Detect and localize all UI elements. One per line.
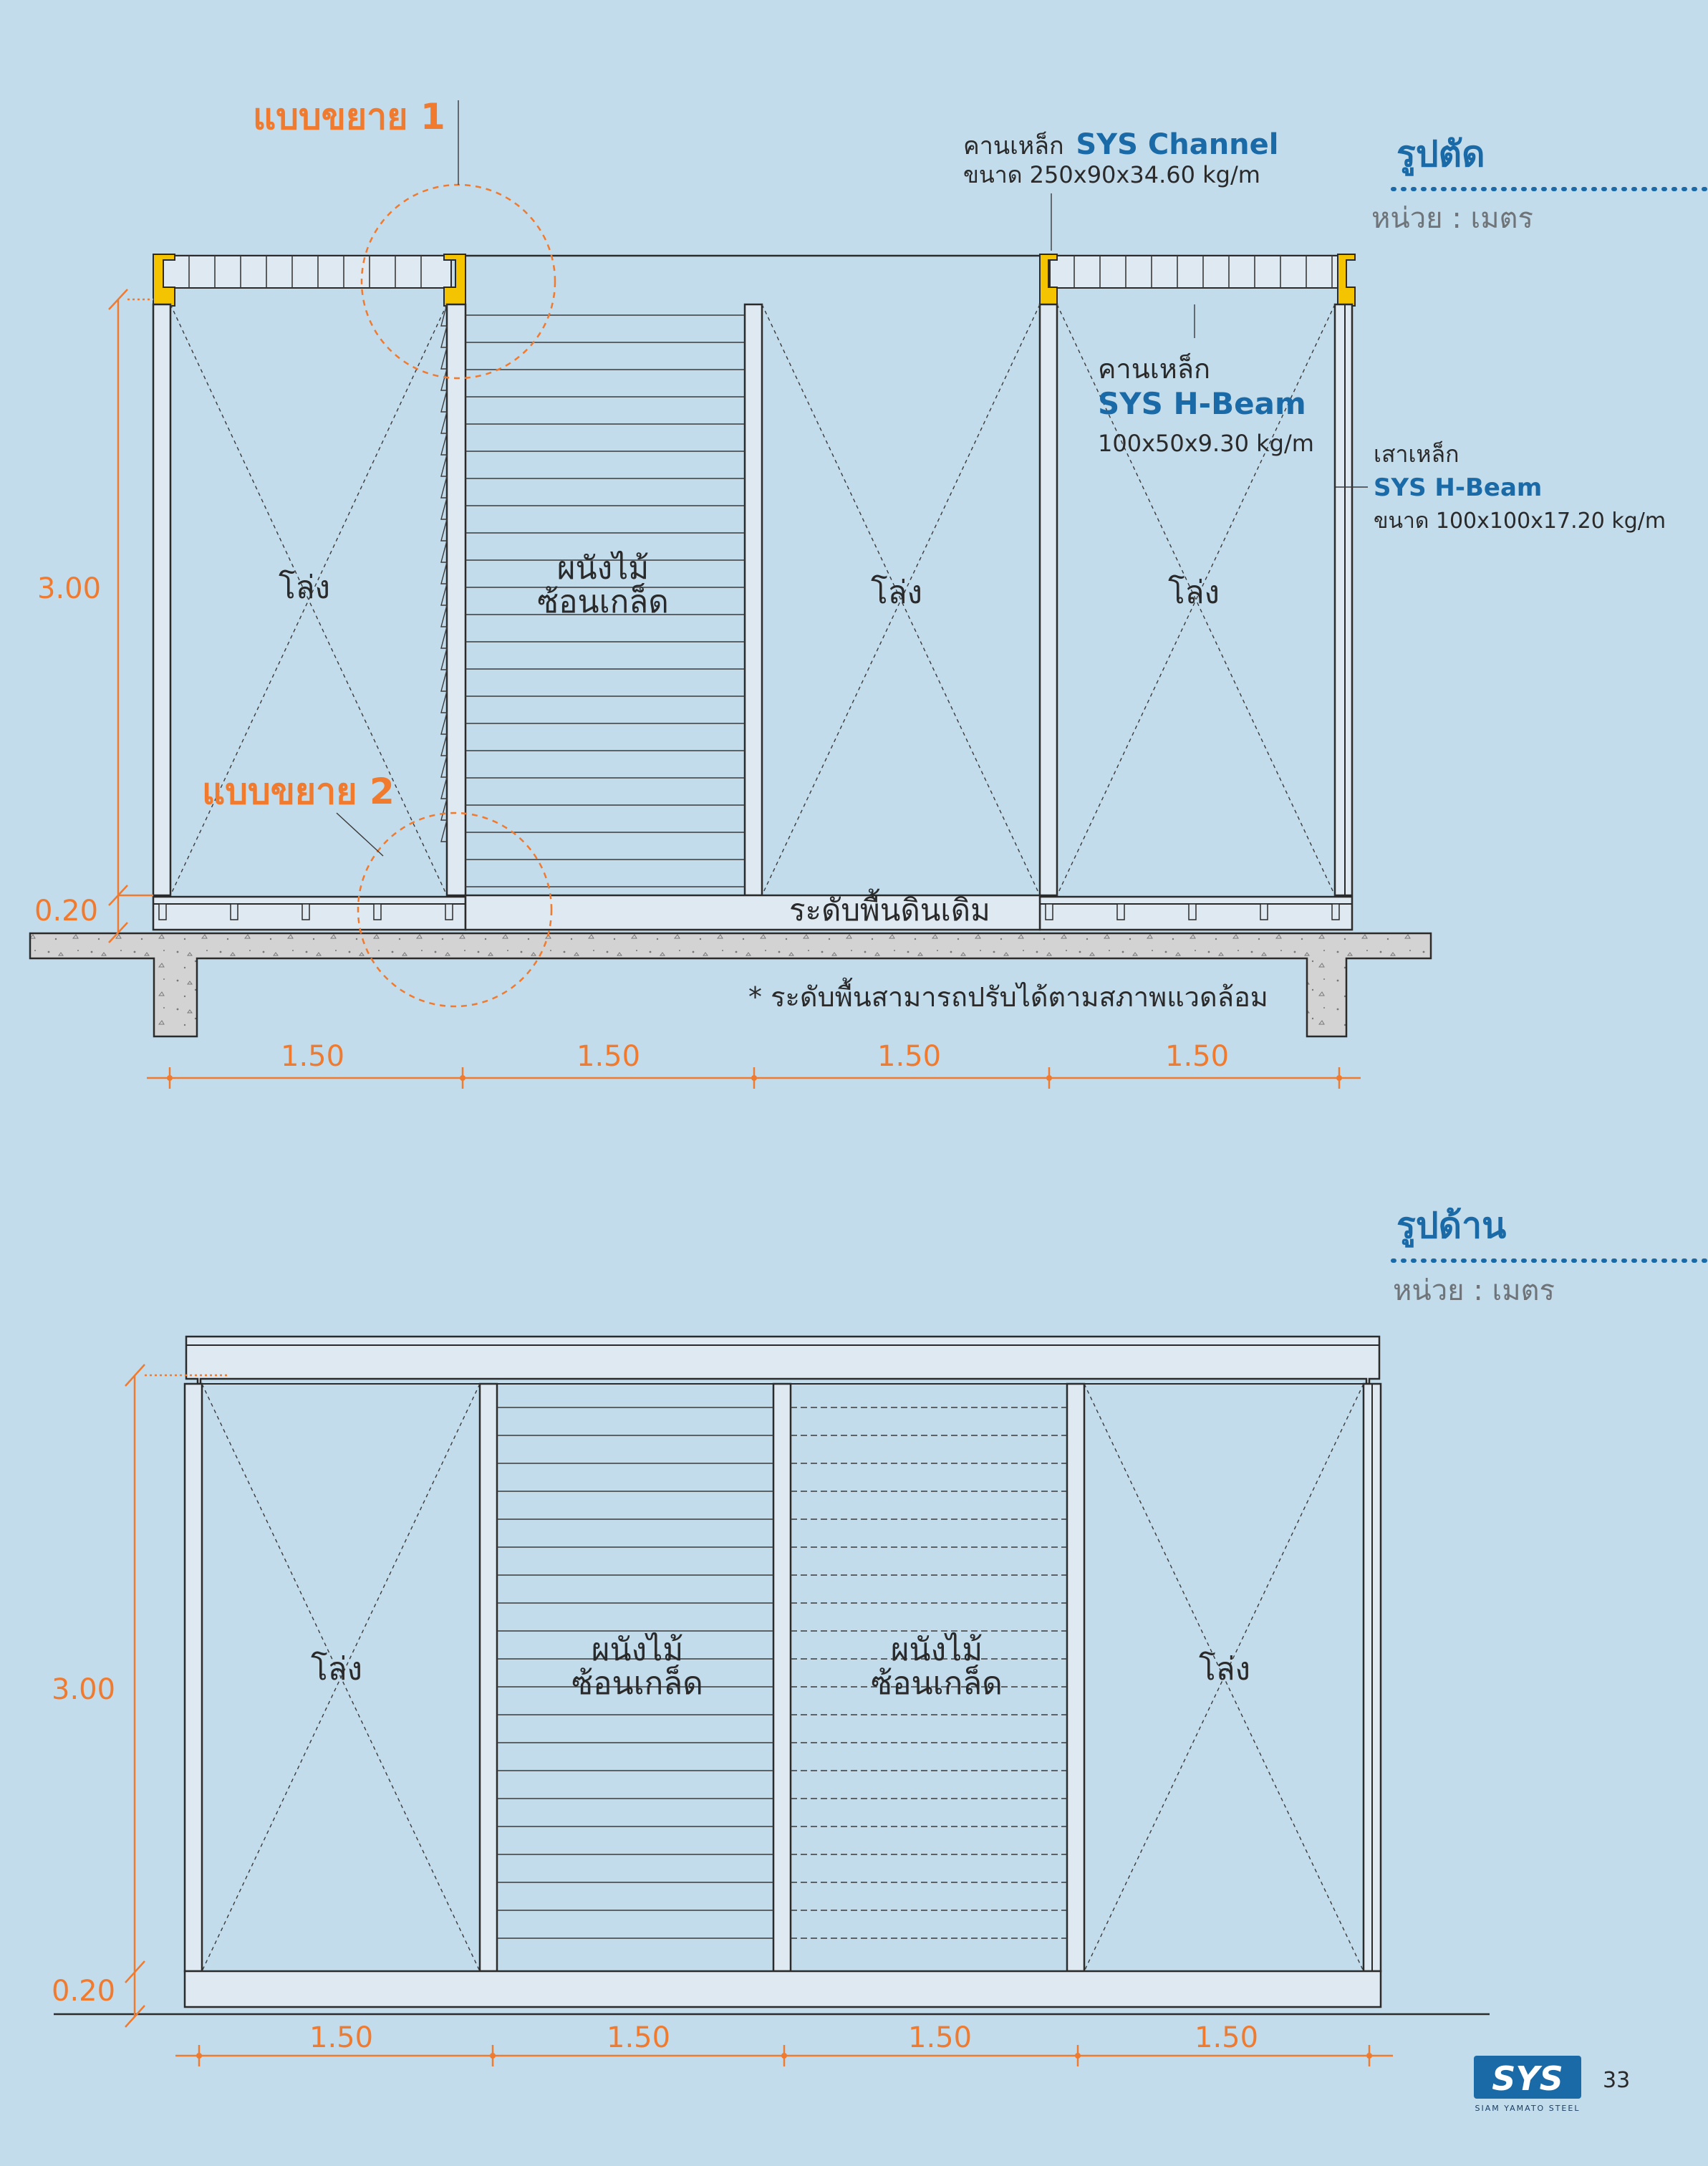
elevation-width-dims: 1.50 1.50 1.50 1.50 bbox=[175, 2021, 1393, 2066]
section-unit: หน่วย : เมตร bbox=[1371, 202, 1533, 235]
column-size: ขนาด 100x100x17.20 kg/m bbox=[1374, 509, 1666, 534]
section-width-4: 1.50 bbox=[1165, 1040, 1229, 1073]
elevation-width-2: 1.50 bbox=[607, 2021, 670, 2054]
section-height-base: 0.20 bbox=[34, 895, 98, 928]
sys-logo: SYS SIAM YAMATO STEEL bbox=[1474, 2056, 1581, 2113]
channel-annotation: คานเหล็ก SYS Channel bbox=[963, 128, 1278, 161]
hbeam-size: 100x50x9.30 kg/m bbox=[1098, 430, 1314, 457]
elevation-unit: หน่วย : เมตร bbox=[1393, 1274, 1555, 1307]
elevation-column-1 bbox=[183, 1382, 203, 1973]
sys-company: SIAM YAMATO STEEL bbox=[1475, 2104, 1581, 2113]
elevation-title: รูปด้าน bbox=[1396, 1205, 1506, 1248]
section-height-dims: 3.00 0.20 bbox=[34, 289, 153, 943]
section-panel-2-line2: ซ้อนเกล็ด bbox=[537, 583, 669, 620]
elevation-view: รูปด้าน หน่วย : เมตร bbox=[52, 1205, 1708, 2066]
column-2 bbox=[445, 303, 467, 897]
elevation-panel-1: โล่ง bbox=[311, 1651, 362, 1688]
elevation-width-1: 1.50 bbox=[309, 2021, 373, 2054]
roof-joists-right bbox=[1049, 255, 1347, 289]
section-title: รูปตัด bbox=[1396, 133, 1485, 176]
section-panel-1: โล่ง bbox=[279, 569, 330, 606]
elevation-height-dims: 3.00 0.20 bbox=[52, 1364, 228, 2028]
ground-slab bbox=[29, 932, 1432, 1038]
louvre-edge bbox=[440, 304, 448, 842]
page-number: 33 bbox=[1603, 2068, 1630, 2093]
detail-2-label: แบบขยาย 2 bbox=[202, 771, 395, 812]
floor-mid bbox=[464, 894, 1041, 931]
elevation-panel-2-line1: ผนังไม้ bbox=[592, 1632, 683, 1668]
wood-slats-elevation-solid bbox=[497, 1407, 773, 1939]
wood-slats-elevation-hidden bbox=[791, 1407, 1067, 1939]
hbeam-label: คานเหล็ก bbox=[1098, 352, 1210, 385]
elevation-roof bbox=[185, 1335, 1381, 1385]
column-1 bbox=[152, 303, 172, 897]
channel-beam-4 bbox=[1337, 254, 1356, 307]
footer: SYS SIAM YAMATO STEEL 33 bbox=[1474, 2056, 1630, 2113]
elevation-height-base: 0.20 bbox=[52, 1975, 115, 2008]
section-view: รูปตัด หน่วย : เมตร bbox=[29, 96, 1708, 1089]
elevation-width-3: 1.50 bbox=[908, 2021, 972, 2054]
roof-joists-left bbox=[161, 255, 452, 289]
column-4 bbox=[1038, 303, 1058, 897]
detail-1-label: แบบขยาย 1 bbox=[253, 96, 445, 138]
elevation-column-2 bbox=[478, 1382, 498, 1973]
column-5 bbox=[1333, 303, 1354, 897]
channel-size: ขนาด 250x90x34.60 kg/m bbox=[963, 161, 1260, 188]
hbeam-brand: SYS H-Beam bbox=[1098, 386, 1306, 421]
floor-joists bbox=[158, 903, 1340, 920]
column-3 bbox=[743, 303, 763, 897]
elevation-panel-4: โล่ง bbox=[1199, 1651, 1250, 1688]
detail-2-circle bbox=[357, 812, 553, 1008]
section-height-main: 3.00 bbox=[37, 572, 101, 605]
section-panel-4: โล่ง bbox=[1168, 574, 1220, 611]
elevation-panel-2-line2: ซ้อนเกล็ด bbox=[571, 1665, 703, 1702]
elevation-height-main: 3.00 bbox=[52, 1673, 115, 1706]
section-width-1: 1.50 bbox=[281, 1040, 344, 1073]
column-label: เสาเหล็ก bbox=[1374, 441, 1459, 468]
ground-level-label: ระดับพื้นดินเดิม bbox=[789, 888, 990, 928]
elevation-panel-3-line1: ผนังไม้ bbox=[891, 1632, 983, 1668]
elevation-column-4 bbox=[1066, 1382, 1086, 1973]
elevation-panel-3-line2: ซ้อนเกล็ด bbox=[871, 1665, 1003, 1702]
section-width-dims: 1.50 1.50 1.50 1.50 bbox=[147, 1040, 1361, 1089]
floor-adjust-note: * ระดับพื้นสามารถปรับได้ตามสภาพแวดล้อม bbox=[748, 977, 1268, 1013]
section-panel-2-line1: ผนังไม้ bbox=[557, 550, 649, 587]
column-brand: SYS H-Beam bbox=[1374, 473, 1542, 502]
wood-slats-section bbox=[465, 314, 745, 887]
elevation-width-4: 1.50 bbox=[1195, 2021, 1258, 2054]
section-panel-3: โล่ง bbox=[871, 574, 922, 611]
section-width-3: 1.50 bbox=[877, 1040, 941, 1073]
elevation-column-3 bbox=[772, 1382, 792, 1973]
elevation-base bbox=[183, 1970, 1382, 2008]
section-width-2: 1.50 bbox=[576, 1040, 640, 1073]
sys-logo-text: SYS bbox=[1492, 2059, 1563, 2098]
